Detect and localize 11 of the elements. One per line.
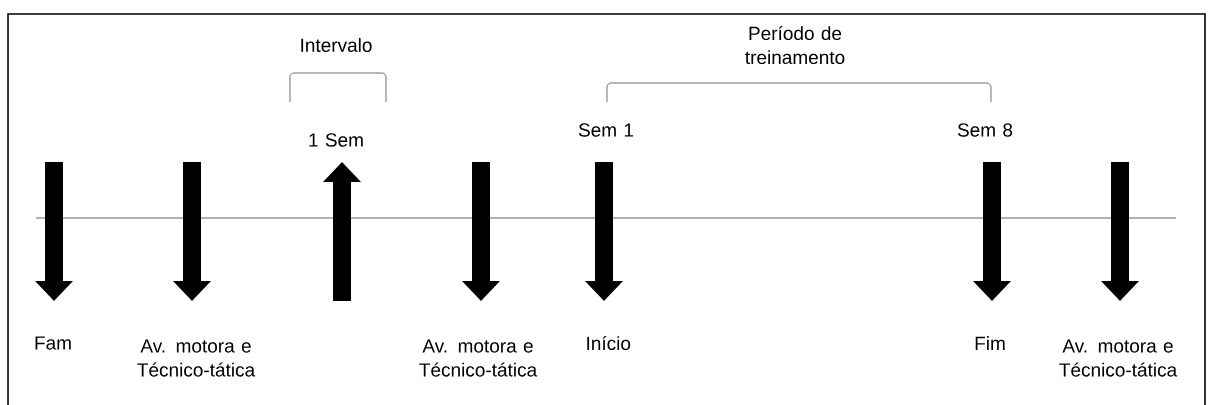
event-label: Av. motora e Técnico-tática xyxy=(419,339,538,377)
event-label: Av. motora e Técnico-tática xyxy=(137,339,256,377)
week-label: Sem 1 xyxy=(578,123,634,137)
event-label: Fim xyxy=(975,336,1005,350)
week-label: Sem 8 xyxy=(957,123,1013,137)
event-label: Início xyxy=(587,335,631,351)
event-label: Fam xyxy=(35,336,71,350)
bracket-label: Intervalo xyxy=(301,38,372,52)
event-label: Av. motora e Técnico-tática xyxy=(1059,339,1178,377)
bracket-label: Período de treinamento xyxy=(745,25,845,65)
week-label: 1 Sem xyxy=(309,133,363,147)
